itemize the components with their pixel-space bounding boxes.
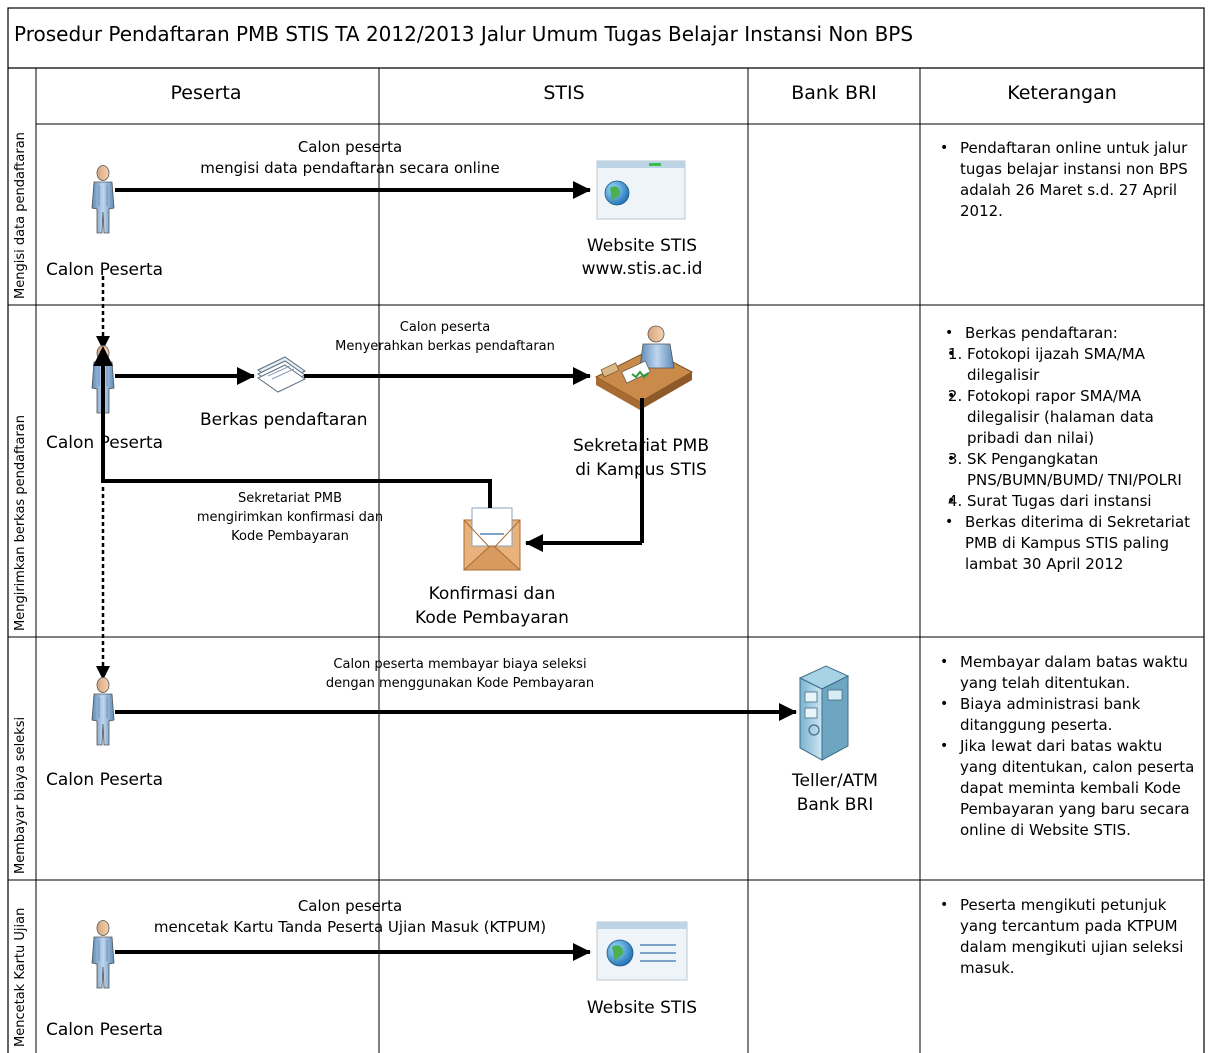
diagram-title: Prosedur Pendaftaran PMB STIS TA 2012/20… <box>14 22 914 46</box>
r1-arrow-text-2: mengisi data pendaftaran secara online <box>200 159 500 177</box>
r2-return-text-3: Kode Pembayaran <box>231 529 349 544</box>
note-r3-item-3: Jika lewat dari batas waktu yang ditentu… <box>940 736 1195 841</box>
person-icon <box>91 920 115 989</box>
lane-keterangan: Keterangan <box>1007 82 1117 104</box>
actor-label-1: Calon Peserta <box>46 260 164 280</box>
r2-arrow-text-1: Calon peserta <box>399 320 491 335</box>
note-r2-item-2: Fotokopi rapor SMA/MA dilegalisir (halam… <box>947 386 1200 449</box>
note-r1-item: Pendaftaran online untuk jalur tugas bel… <box>940 138 1195 222</box>
lane-peserta: Peserta <box>170 82 242 104</box>
bank-atm-icon <box>798 665 850 761</box>
r4-arrow-text-2: mencetak Kartu Tanda Peserta Ujian Masuk… <box>153 918 547 936</box>
konfirmasi-label-1: Konfirmasi dan <box>428 584 556 604</box>
person-icon <box>91 165 115 234</box>
envelope-icon <box>462 507 522 571</box>
r3-arrow-text-2: dengan menggunakan Kode Pembayaran <box>325 676 595 691</box>
note-row3: Membayar dalam batas waktu yang telah di… <box>940 652 1195 841</box>
row-label-1: Mengisi data pendaftaran <box>13 132 28 299</box>
person-icon <box>91 677 115 746</box>
note-r2-item-4: Surat Tugas dari instansi <box>947 491 1200 512</box>
actor-label-3: Calon Peserta <box>46 770 164 790</box>
sekretariat-label-1: Sekretariat PMB <box>572 436 710 456</box>
documents-icon <box>257 356 306 393</box>
note-r2-item-1: Fotokopi ijazah SMA/MA dilegalisir <box>947 344 1200 386</box>
note-r2-item-3: SK Pengangkatan PNS/BUMN/BUMD/ TNI/POLRI <box>947 449 1200 491</box>
website-label-row4: Website STIS <box>586 998 698 1018</box>
sekretariat-label-2: di Kampus STIS <box>575 460 707 480</box>
r2-return-text-1: Sekretariat PMB <box>237 491 343 506</box>
r4-arrow-text-1: Calon peserta <box>297 897 403 915</box>
berkas-label: Berkas pendaftaran <box>200 410 368 430</box>
r2-arrow-text-2: Menyerahkan berkas pendaftaran <box>335 339 555 354</box>
secretariat-desk-icon <box>594 325 694 410</box>
r1-arrow-text-1: Calon peserta <box>297 138 403 156</box>
teller-label-1: Teller/ATM <box>792 771 878 791</box>
website-icon <box>596 160 686 220</box>
actor-label-4: Calon Peserta <box>46 1020 164 1040</box>
website-label-1: Website STIS <box>586 236 698 256</box>
website-label-2: www.stis.ac.id <box>581 259 703 279</box>
lane-bank-bri: Bank BRI <box>791 82 877 104</box>
note-row2: Berkas pendaftaran: Fotokopi ijazah SMA/… <box>945 323 1200 575</box>
row-label-4: Mencetak Kartu Ujian <box>13 907 28 1047</box>
r3-arrow-text-1: Calon peserta membayar biaya seleksi <box>333 657 587 672</box>
note-r2-head: Berkas pendaftaran: <box>945 323 1200 344</box>
note-row4: Peserta mengikuti petunjuk yang tercantu… <box>940 895 1195 979</box>
lane-stis: STIS <box>543 82 585 104</box>
row-label-3: Membayar biaya seleksi <box>13 716 28 874</box>
actor-label-2: Calon Peserta <box>46 433 164 453</box>
note-r2-tail: Berkas diterima di Sekretariat PMB di Ka… <box>945 512 1200 575</box>
konfirmasi-label-2: Kode Pembayaran <box>415 608 569 628</box>
note-r3-item-1: Membayar dalam batas waktu yang telah di… <box>940 652 1195 694</box>
note-r4-item: Peserta mengikuti petunjuk yang tercantu… <box>940 895 1195 979</box>
r2-return-text-2: mengirimkan konfirmasi dan <box>196 510 384 525</box>
teller-label-2: Bank BRI <box>796 795 874 815</box>
row-label-2: Mengirimkan berkas pendaftaran <box>13 414 28 631</box>
note-row1: Pendaftaran online untuk jalur tugas bel… <box>940 138 1195 222</box>
website-icon-2 <box>596 921 688 981</box>
note-r3-item-2: Biaya administrasi bank ditanggung peser… <box>940 694 1195 736</box>
